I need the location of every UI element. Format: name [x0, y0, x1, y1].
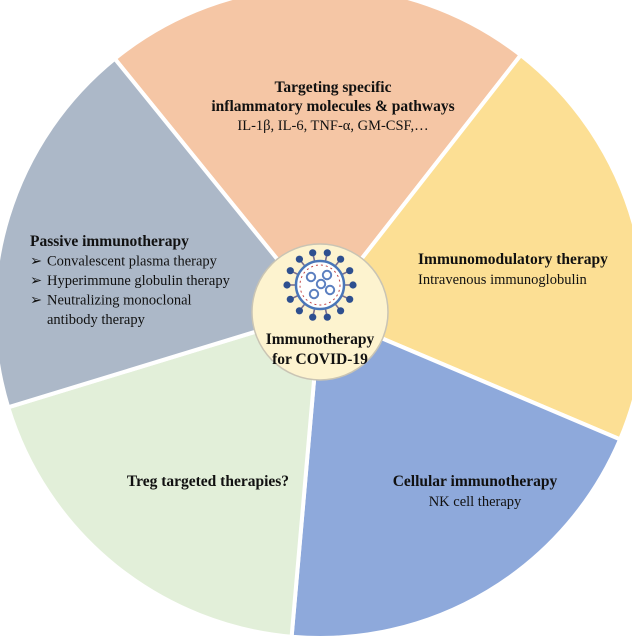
virus-spike-head	[323, 249, 331, 257]
segment-immunomodulatory-body-line-1: Intravenous immunoglobulin	[418, 272, 587, 288]
virus-rna-coil	[308, 288, 320, 300]
bullet-arrow-icon: ➢	[30, 254, 42, 270]
segment-cellular-body-line-1: NK cell therapy	[429, 494, 522, 510]
segment-passive-bullet-1-line-1: Convalescent plasma therapy	[47, 254, 218, 270]
center-hub: Immunotherapy for COVID-19	[251, 243, 389, 381]
segment-cellular	[289, 309, 623, 641]
virus-spike-head	[346, 267, 354, 275]
virus-rna-coil	[324, 284, 336, 296]
labels-layer: Targeting specific inflammatory molecules…	[30, 79, 608, 510]
virus-membrane	[299, 264, 341, 306]
virus-body	[294, 259, 346, 311]
virus-spike-head	[286, 267, 294, 275]
coronavirus-icon	[283, 249, 357, 321]
virus-spike-head	[337, 255, 345, 263]
virus-spike-head	[349, 281, 357, 289]
virus-spike-head	[283, 281, 291, 289]
segment-passive-bullet-3-line-1: Neutralizing monoclonal	[47, 293, 192, 309]
virus-rna-coil	[321, 269, 333, 281]
segment-passive	[0, 55, 324, 410]
segment-passive-bullet-3-line-2: antibody therapy	[47, 312, 146, 328]
virus-spike-head	[286, 295, 294, 303]
segment-treg	[5, 309, 323, 639]
virus-spike-head	[346, 295, 354, 303]
virus-spike-head	[309, 313, 317, 321]
segment-passive-title-line-1: Passive immunotherapy	[30, 233, 189, 250]
segment-treg-title-line-1: Treg targeted therapies?	[127, 473, 289, 490]
virus-spike-head	[309, 249, 317, 257]
bullet-arrow-icon: ➢	[30, 273, 42, 289]
bullet-arrow-icon: ➢	[30, 293, 42, 309]
segment-targeting-title-line-1: Targeting specific	[275, 79, 392, 96]
segment-cellular-title-line-1: Cellular immunotherapy	[393, 473, 558, 490]
virus-spike-head	[295, 307, 303, 315]
virus-spike-head	[323, 313, 331, 321]
virus-spike-head	[337, 307, 345, 315]
segment-targeting-title-line-2: inflammatory molecules & pathways	[211, 98, 454, 115]
center-circle	[251, 243, 389, 381]
segment-passive-bullet-2-line-1: Hyperimmune globulin therapy	[47, 273, 231, 289]
segment-targeting-body-line-1: IL-1β, IL-6, TNF-α, GM-CSF,…	[237, 118, 428, 134]
segment-targeting	[111, 0, 524, 316]
center-title-line-2: for COVID-19	[272, 351, 368, 368]
virus-rna-coil	[315, 278, 327, 290]
center-title-line-1: Immunotherapy	[266, 331, 375, 348]
virus-rna-coil	[305, 271, 317, 283]
virus-spike-head	[295, 255, 303, 263]
segment-immunomodulatory-title-line-1: Immunomodulatory therapy	[418, 251, 608, 268]
